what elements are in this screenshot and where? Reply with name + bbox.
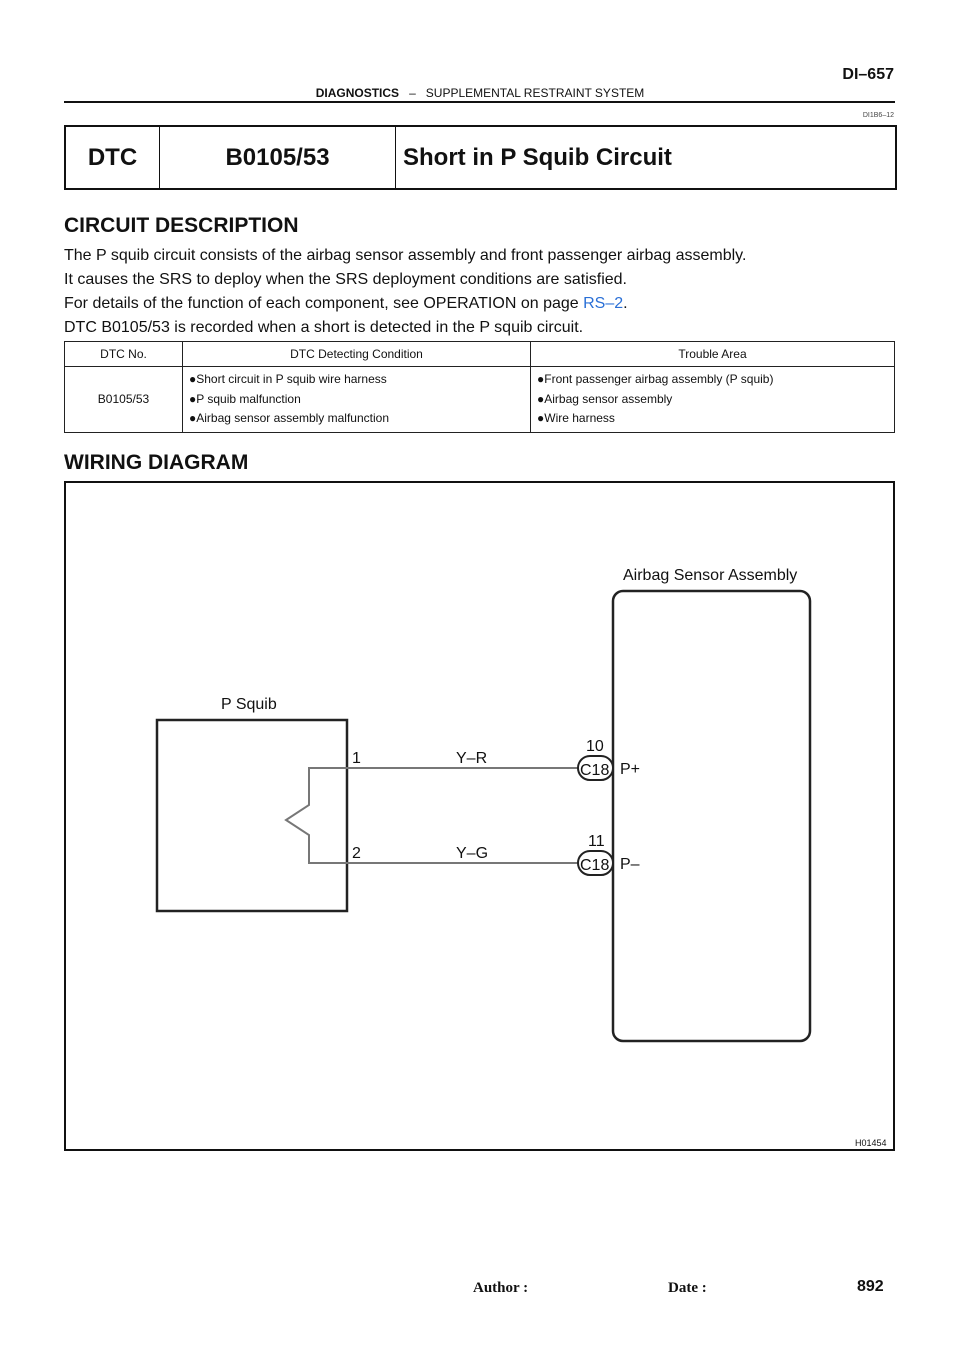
date-label: Date :	[668, 1280, 707, 1296]
header-rule	[64, 101, 895, 103]
dtc-title-box: DTC B0105/53 Short in P Squib Circuit	[64, 125, 897, 190]
connector-label: C18	[580, 762, 609, 779]
squib-wires	[284, 767, 580, 864]
connector-c18	[577, 755, 614, 781]
figure-id: H01454	[855, 1138, 887, 1148]
terminal-p-plus: P+	[620, 761, 640, 778]
conditions-cell: ●Short circuit in P squib wire harness ●P…	[182, 366, 531, 433]
pin-1: 1	[352, 750, 361, 767]
circuit-description: The P squib circuit consists of the airb…	[64, 244, 746, 340]
airbag-sensor-box	[611, 589, 812, 1043]
subsection-title: SUPPLEMENTAL RESTRAINT SYSTEM	[425, 86, 645, 100]
area: ●Airbag sensor assembly	[537, 391, 673, 406]
condition: ●P squib malfunction	[189, 391, 301, 406]
diagram-frame	[64, 481, 895, 1151]
author-label: Author :	[473, 1280, 529, 1296]
area: ●Wire harness	[537, 411, 615, 425]
wire-color-1: Y–R	[456, 750, 487, 767]
text: .	[623, 295, 628, 312]
connector-pin-11: 11	[588, 833, 605, 850]
terminal-p-minus: P–	[620, 856, 640, 873]
area: ●Front passenger airbag assembly (P squi…	[537, 372, 774, 386]
wiring-diagram-heading: WIRING DIAGRAM	[64, 451, 249, 474]
description-line: DTC B0105/53 is recorded when a short is…	[64, 319, 584, 336]
description-line: The P squib circuit consists of the airb…	[64, 247, 747, 264]
page-link[interactable]: RS–2	[583, 295, 624, 312]
description-line: It causes the SRS to deploy when the SRS…	[64, 271, 627, 288]
col-header: Trouble Area	[530, 341, 895, 367]
wire-color-2: Y–G	[456, 845, 488, 862]
p-squib-box	[155, 718, 349, 913]
dtc-title: Short in P Squib Circuit	[403, 143, 672, 171]
table-row: B0105/53 ●Short circuit in P squib wire …	[64, 366, 895, 433]
connector-label: C18	[580, 857, 609, 874]
condition: ●Airbag sensor assembly malfunction	[189, 411, 390, 425]
col-header: DTC Detecting Condition	[182, 341, 531, 367]
wiring-diagram: Airbag Sensor Assembly P Squib 1 2 Y–R Y…	[64, 481, 895, 1151]
doc-id: DI1B6–12	[862, 112, 894, 119]
running-header: DIAGNOSTICS – SUPPLEMENTAL RESTRAINT SYS…	[0, 86, 960, 100]
areas-cell: ●Front passenger airbag assembly (P squi…	[530, 366, 895, 433]
text: For details of the function of each comp…	[64, 295, 584, 312]
separator: –	[409, 86, 416, 100]
description-line: For details of the function of each comp…	[64, 292, 746, 316]
col-header: DTC No.	[64, 341, 183, 367]
squib-label: P Squib	[221, 696, 277, 713]
condition: ●Short circuit in P squib wire harness	[189, 372, 387, 386]
dtc-label: DTC	[66, 127, 160, 188]
connector-c18	[577, 850, 614, 876]
sensor-label: Airbag Sensor Assembly	[623, 567, 797, 584]
dtc-code: B0105/53	[160, 127, 396, 188]
page-code: DI–657	[842, 66, 894, 83]
pin-2: 2	[352, 845, 361, 862]
page-number: 892	[857, 1278, 884, 1295]
circuit-description-heading: CIRCUIT DESCRIPTION	[64, 214, 299, 237]
dtc-no-cell: B0105/53	[64, 366, 183, 433]
section-title: DIAGNOSTICS	[315, 86, 400, 100]
connector-pin-10: 10	[586, 738, 604, 755]
